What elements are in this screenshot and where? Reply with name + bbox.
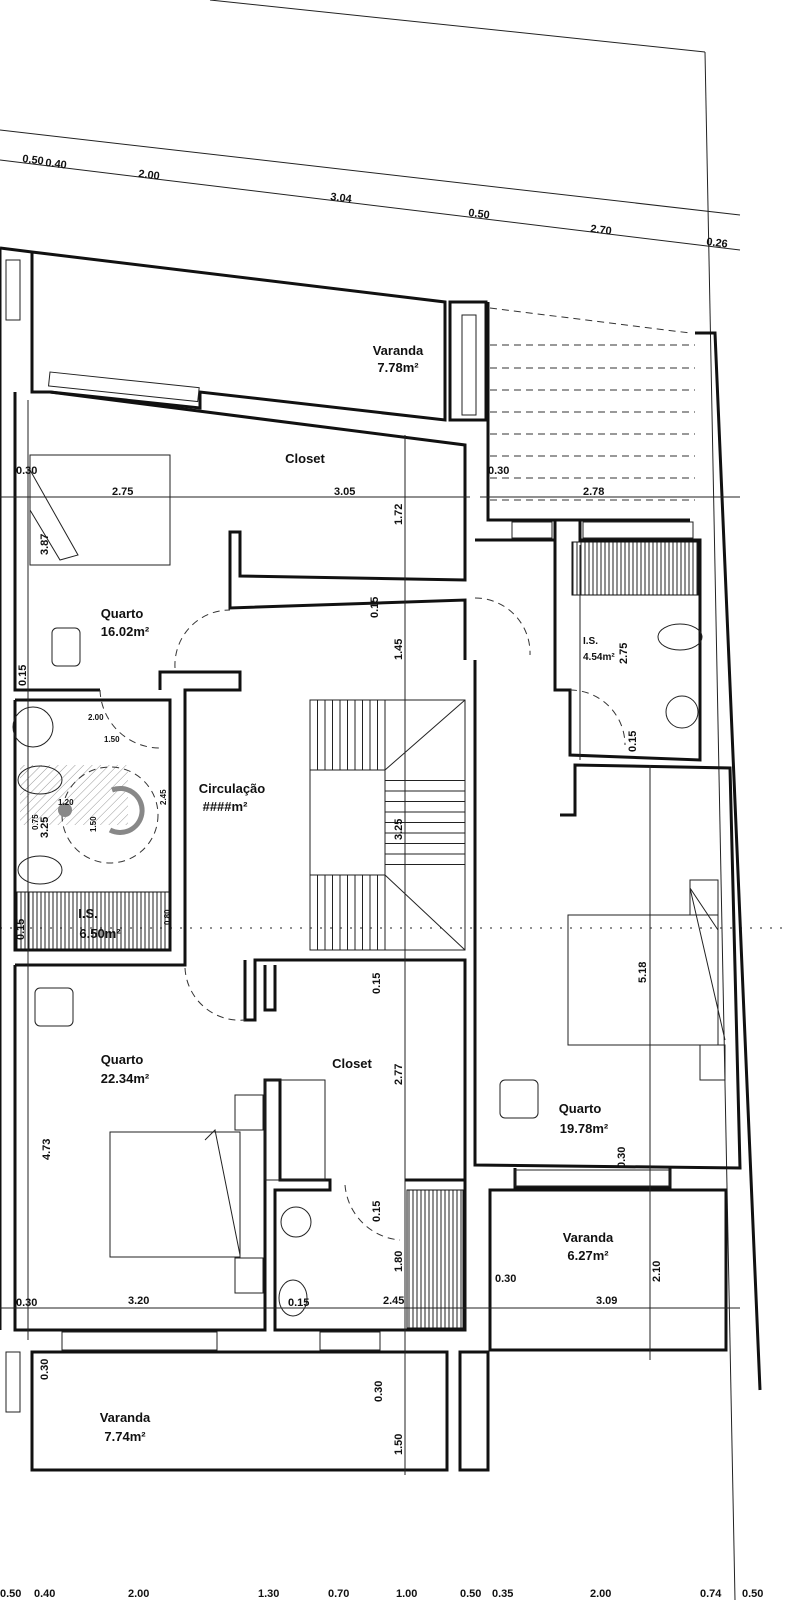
dimension-text: 3.25 xyxy=(393,819,405,840)
dimension-text: 0.30 xyxy=(39,1359,51,1380)
dimension-text: 2.00 xyxy=(590,1588,611,1600)
dimension-text: 0.15 xyxy=(627,731,639,752)
dimension-text: 1.72 xyxy=(393,504,405,525)
dimension-text: 3.09 xyxy=(596,1295,617,1307)
room-area: 6.27m² xyxy=(567,1248,609,1263)
bottom-dimension-chain: 0.50 0.40 2.00 1.30 0.70 1.00 0.50 0.35 … xyxy=(0,1588,763,1600)
furniture xyxy=(12,454,726,1317)
dimension-text: 0.50 xyxy=(22,153,45,168)
room-area: 4.54m² xyxy=(583,652,615,663)
room-name: Varanda xyxy=(563,1230,614,1245)
dimension-text: 0.50 xyxy=(468,207,491,222)
room-name: Quarto xyxy=(559,1101,602,1116)
dimension-text: 0.75 xyxy=(31,814,40,830)
room-name: Varanda xyxy=(373,343,424,358)
dimension-text: 2.10 xyxy=(651,1261,663,1282)
room-area: 19.78m² xyxy=(560,1121,609,1136)
dimension-text: 0.30 xyxy=(16,1297,37,1309)
dimension-text: 1.50 xyxy=(393,1434,405,1455)
dimension-text: 0.30 xyxy=(373,1381,385,1402)
dimension-text: 0.74 xyxy=(700,1588,722,1600)
dimension-text: 0.50 xyxy=(0,1588,21,1600)
dimension-text: 0.26 xyxy=(706,236,729,251)
room-area: 6.50m² xyxy=(79,926,121,941)
room-name: Varanda xyxy=(100,1410,151,1425)
room-name: I.S. xyxy=(583,636,598,647)
room-area: 7.78m² xyxy=(377,360,419,375)
dimension-text: 0.30 xyxy=(495,1273,516,1285)
room-name: I.S. xyxy=(78,906,98,921)
interior-vertical-dimensions: 1.72 3.87 0.15 1.45 0.15 2.75 0.15 3.25 … xyxy=(17,504,663,1455)
dimension-text: 0.70 xyxy=(328,1588,349,1600)
dimension-text: 0.15 xyxy=(371,1201,383,1222)
room-name: Closet xyxy=(332,1056,372,1071)
room-area: ####m² xyxy=(203,799,248,814)
dimension-text: 0.15 xyxy=(371,973,383,994)
dimension-text: 3.87 xyxy=(39,534,51,555)
dimension-text: 1.80 xyxy=(393,1251,405,1272)
room-name: Quarto xyxy=(101,1052,144,1067)
dimension-text: 3.20 xyxy=(128,1295,149,1307)
dimension-text: 2.70 xyxy=(590,223,613,238)
door-swings xyxy=(99,597,626,1241)
room-name: Quarto xyxy=(101,606,144,621)
dimension-text: 0.15 xyxy=(17,665,29,686)
dimension-text: 1.20 xyxy=(58,798,74,807)
top-dimension-chain: 0.50 0.40 2.00 3.04 0.50 2.70 0.26 xyxy=(22,153,729,251)
room-area: 16.02m² xyxy=(101,624,150,639)
dimension-text: 2.45 xyxy=(159,789,168,805)
dimension-text: 1.00 xyxy=(396,1588,417,1600)
dimension-text: 0.30 xyxy=(488,465,509,477)
dimension-text: 2.75 xyxy=(618,643,630,664)
dimension-text: 0.15 xyxy=(288,1297,309,1309)
interior-horizontal-dimensions: 0.30 2.75 3.05 0.30 2.78 0.15 0.30 3.20 … xyxy=(15,465,617,1309)
dimension-text: 0.50 xyxy=(460,1588,481,1600)
dimension-text: 3.05 xyxy=(334,486,355,498)
room-area: 22.34m² xyxy=(101,1071,150,1086)
dimension-text: 3.25 xyxy=(39,817,51,838)
dimension-text: 0.30 xyxy=(16,465,37,477)
walls xyxy=(0,246,762,1472)
dimension-text: 2.77 xyxy=(393,1064,405,1085)
dimension-text: 5.18 xyxy=(637,962,649,983)
room-labels: Varanda 7.78m² Closet Quarto 16.02m² Cir… xyxy=(78,343,615,1444)
dimension-text: 2.45 xyxy=(383,1295,404,1307)
dimension-text: 1.50 xyxy=(89,816,98,832)
dimension-text: 0.15 xyxy=(15,919,27,940)
dimension-text: 0.40 xyxy=(45,157,68,172)
dimension-text: 0.40 xyxy=(34,1588,55,1600)
dimension-text: 0.80 xyxy=(163,909,172,925)
room-area: 7.74m² xyxy=(104,1429,146,1444)
dimension-text: 1.45 xyxy=(393,639,405,660)
staircase xyxy=(309,699,466,951)
dimension-text: 1.50 xyxy=(104,735,120,744)
dimension-text: 0.50 xyxy=(742,1588,763,1600)
dimension-text: 4.73 xyxy=(41,1139,53,1160)
balcony-slats xyxy=(489,307,695,501)
room-name: Circulação xyxy=(199,781,266,796)
dimension-text: 2.00 xyxy=(138,168,161,183)
dimension-text: 2.00 xyxy=(88,713,104,722)
dimension-text: 0.35 xyxy=(492,1588,513,1600)
dimension-text: 0.30 xyxy=(616,1147,628,1168)
dimension-text: 3.04 xyxy=(330,191,354,206)
dimension-text: 0.15 xyxy=(369,597,381,618)
dimension-text: 2.00 xyxy=(128,1588,149,1600)
windows xyxy=(47,371,694,1351)
dimension-text: 2.78 xyxy=(583,486,604,498)
dimension-lines xyxy=(0,400,740,1475)
room-name: Closet xyxy=(285,451,325,466)
dimension-text: 1.30 xyxy=(258,1588,279,1600)
shower-areas xyxy=(16,541,699,1329)
dimension-text: 2.75 xyxy=(112,486,133,498)
